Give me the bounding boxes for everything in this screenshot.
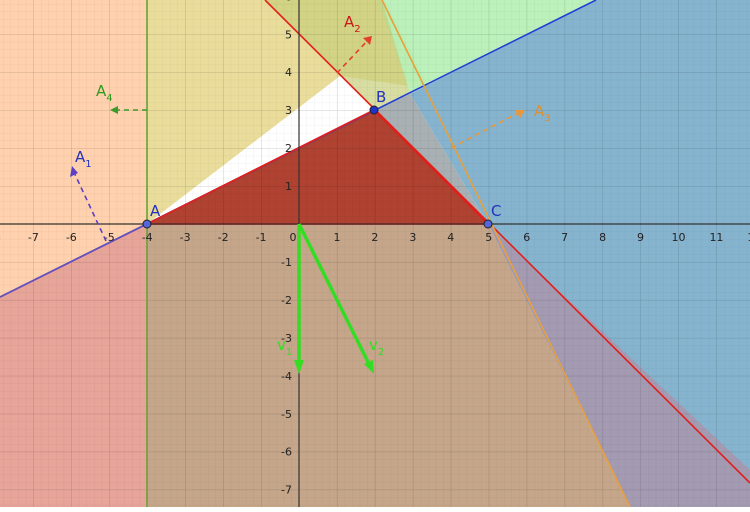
x-tick-label: 5	[485, 231, 492, 244]
vector-v1-head	[294, 360, 304, 374]
x-tick-label: -3	[180, 231, 191, 244]
x-tick-label: -5	[104, 231, 115, 244]
points	[142, 105, 493, 229]
x-tick-label: 10	[672, 231, 686, 244]
y-tick-label: 4	[285, 66, 292, 79]
normal-arrowhead-a4	[110, 106, 118, 114]
triangle-edge-ab	[146, 109, 375, 225]
x-tick-label: 12	[747, 231, 750, 244]
x-tick-label: -1	[256, 231, 267, 244]
y-tick-label: -3	[281, 332, 292, 345]
triangle-edge-bc	[373, 109, 489, 225]
normal-arrowhead-a2	[363, 36, 372, 45]
x-tick-label: -7	[28, 231, 39, 244]
vector-label-v1: v1	[277, 336, 292, 358]
labels: A B C A1 A2 A3 A4 v1 v2	[75, 13, 551, 358]
y-tick-label: -4	[281, 370, 292, 383]
y-tick-label: 6	[285, 0, 292, 3]
y-tick-labels: 6 5 4 3 2 1 -1 -2 -3 -4 -5 -6 -7	[281, 0, 292, 497]
x-tick-label: 2	[371, 231, 378, 244]
vector-label-v2: v2	[369, 336, 384, 358]
point-b[interactable]	[369, 105, 379, 115]
x-tick-label: -2	[218, 231, 229, 244]
origin-label: 0	[290, 231, 297, 244]
x-tick-label: 3	[409, 231, 416, 244]
normal-arrow-a1	[71, 167, 107, 242]
x-tick-label: 8	[599, 231, 606, 244]
line-red[interactable]	[264, 0, 750, 484]
normal-label-a4: A4	[96, 82, 113, 104]
normal-arrows	[70, 36, 525, 242]
x-tick-labels: -8-7-6-5-4-3-2-11234567891011120	[0, 231, 750, 244]
normal-label-a1: A1	[75, 148, 92, 170]
point-label-b: B	[376, 88, 386, 106]
point-label-c: C	[491, 202, 501, 220]
x-tick-label: 6	[523, 231, 530, 244]
x-tick-label: -6	[66, 231, 77, 244]
y-tick-label: -5	[281, 408, 292, 421]
vectors	[294, 223, 374, 374]
y-tick-label: -1	[281, 256, 292, 269]
y-tick-label: 5	[285, 28, 292, 41]
y-tick-label: 1	[285, 180, 292, 193]
normal-arrowhead-a3	[515, 110, 525, 118]
normal-label-a2: A2	[344, 13, 361, 35]
normal-label-a3: A3	[534, 102, 551, 124]
x-tick-label: 7	[561, 231, 568, 244]
y-tick-label: -7	[281, 484, 292, 497]
vector-v2-head	[364, 360, 374, 374]
x-tick-label: -4	[142, 231, 153, 244]
x-tick-label: -8	[0, 231, 1, 244]
normal-arrow-a3	[450, 110, 523, 149]
vector-v2[interactable]	[297, 223, 373, 369]
point-a[interactable]	[142, 219, 152, 229]
x-tick-label: 4	[447, 231, 454, 244]
x-tick-label: 9	[637, 231, 644, 244]
x-tick-label: 1	[333, 231, 340, 244]
normal-arrow-a2	[336, 37, 371, 74]
x-tick-label: 11	[709, 231, 723, 244]
y-tick-label: 2	[285, 142, 292, 155]
point-c[interactable]	[483, 219, 493, 229]
line-blue-left-part	[0, 223, 148, 298]
y-tick-label: -6	[281, 446, 292, 459]
y-tick-label: -2	[281, 294, 292, 307]
line-orange[interactable]	[381, 0, 631, 508]
point-label-a: A	[150, 202, 161, 220]
normal-arrowhead-a1	[70, 166, 78, 177]
y-tick-label: 3	[285, 104, 292, 117]
